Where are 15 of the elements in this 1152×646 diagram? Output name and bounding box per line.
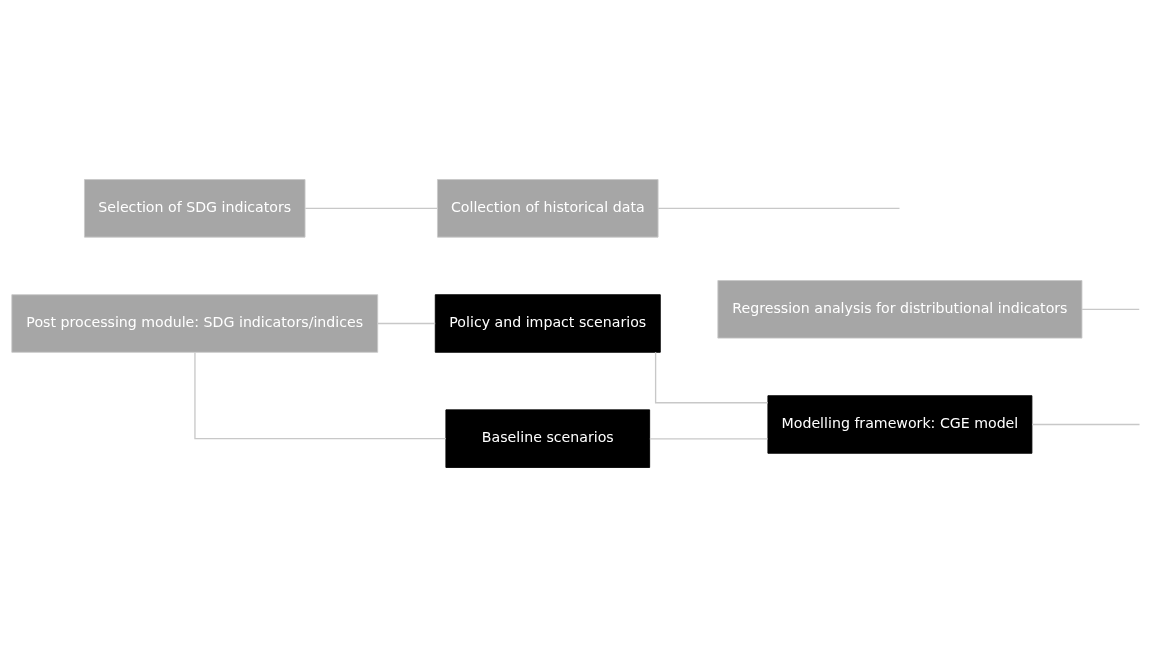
connector <box>657 207 901 209</box>
node-box: Collection of historical data <box>437 178 659 238</box>
connector <box>1081 308 1140 310</box>
node-box: Selection of SDG indicators <box>84 178 306 238</box>
connector <box>654 351 769 403</box>
connector <box>1031 423 1141 425</box>
node-box: Modelling framework: CGE model <box>767 394 1033 454</box>
connector <box>194 351 447 439</box>
connector <box>649 437 769 439</box>
node-box: Policy and impact scenarios <box>434 293 661 353</box>
node-box: Post processing module: SDG indicators/indices <box>11 293 379 353</box>
node-box: Regression analysis for distributional indicators <box>717 279 1083 339</box>
node-box: Baseline scenarios <box>445 408 651 468</box>
connector <box>304 207 438 209</box>
connector <box>377 322 436 324</box>
